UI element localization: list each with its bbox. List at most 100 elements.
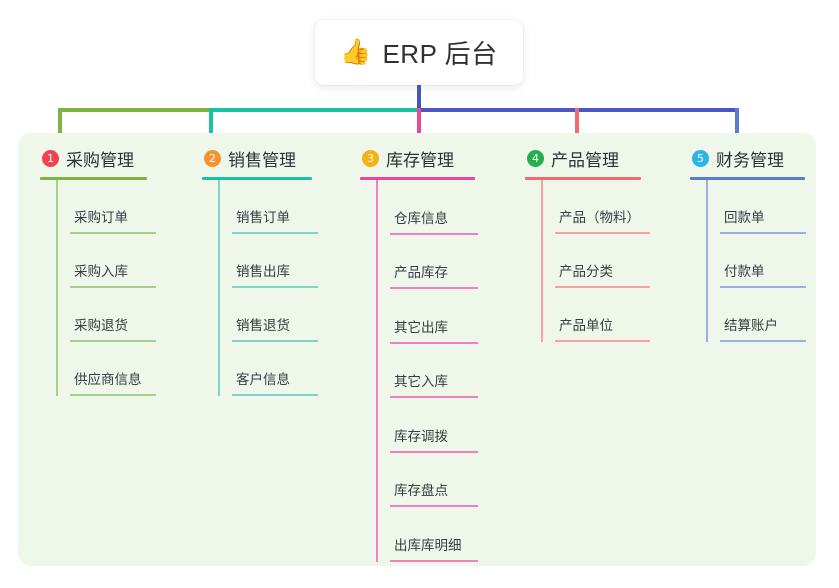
- branch-title-5: 财务管理: [716, 150, 784, 170]
- leaf-rule: [232, 232, 318, 234]
- list-item[interactable]: 供应商信息: [70, 342, 190, 396]
- list-item[interactable]: 仓库信息: [390, 180, 518, 235]
- leaf-spine-5: [706, 180, 708, 342]
- leaf-rule: [232, 286, 318, 288]
- branch-header-1[interactable]: 1 采购管理: [40, 145, 190, 171]
- list-item[interactable]: 付款单: [720, 234, 835, 288]
- leaf-rule: [390, 505, 478, 507]
- leaf-rule: [555, 340, 650, 342]
- drop-connector-1: [58, 108, 62, 140]
- leaf-label: 销售出库: [236, 264, 290, 279]
- leaf-rule: [390, 559, 478, 562]
- leaf-label: 回款单: [724, 210, 765, 225]
- leaf-rule: [232, 340, 318, 342]
- list-item[interactable]: 客户信息: [232, 342, 352, 396]
- root-node-title: ERP 后台: [382, 39, 498, 69]
- connector-bar-teal: [210, 108, 419, 112]
- drop-connector-5: [735, 108, 739, 140]
- branch-title-2: 销售管理: [228, 150, 296, 170]
- branch-title-3: 库存管理: [386, 150, 454, 170]
- leaf-label: 库存调拨: [394, 428, 448, 444]
- leaf-rule: [390, 450, 478, 453]
- leaf-label: 其它入库: [394, 374, 448, 389]
- list-item[interactable]: 其它入库: [390, 344, 518, 398]
- leaf-label: 产品库存: [394, 265, 448, 280]
- leaf-label: 产品（物料）: [559, 210, 640, 225]
- leaf-stack-1: 采购订单 采购入库 采购退货 供应商信息: [56, 180, 190, 396]
- list-item[interactable]: 出库库明细: [390, 507, 518, 562]
- leaf-label: 产品分类: [559, 264, 613, 279]
- list-item[interactable]: 产品单位: [555, 288, 680, 342]
- leaf-label: 采购订单: [74, 210, 128, 225]
- leaf-label: 供应商信息: [74, 372, 142, 387]
- leaf-rule: [390, 287, 478, 289]
- drop-connector-2: [209, 108, 213, 140]
- leaf-stack-2: 销售订单 销售出库 销售退货 客户信息: [218, 180, 352, 396]
- leaf-label: 仓库信息: [394, 210, 448, 226]
- branches-panel: [18, 133, 816, 566]
- list-item[interactable]: 其它出库: [390, 289, 518, 344]
- leaf-rule: [720, 340, 806, 342]
- list-item[interactable]: 销售退货: [232, 288, 352, 342]
- branch-title-4: 产品管理: [551, 150, 619, 170]
- branch-rule-1: [40, 177, 147, 180]
- leaf-rule: [720, 286, 806, 288]
- branch-rule-3: [360, 177, 475, 180]
- list-item[interactable]: 库存盘点: [390, 453, 518, 507]
- leaf-spine-2: [218, 180, 220, 396]
- list-item[interactable]: 库存调拨: [390, 398, 518, 453]
- branch-rule-2: [202, 177, 312, 180]
- leaf-rule: [555, 286, 650, 288]
- list-item[interactable]: 销售订单: [232, 180, 352, 234]
- branch-column-product: 4 产品管理 产品（物料） 产品分类 产品单位: [525, 145, 680, 342]
- list-item[interactable]: 回款单: [720, 180, 835, 234]
- list-item[interactable]: 结算账户: [720, 288, 835, 342]
- leaf-rule: [70, 286, 156, 288]
- thumbs-up-icon: 👍: [340, 38, 372, 66]
- leaf-label: 出库库明细: [394, 537, 462, 553]
- leaf-stack-3: 仓库信息 产品库存 其它出库 其它入库 库存调拨 库存盘点: [376, 180, 518, 562]
- drop-connector-3: [417, 108, 421, 140]
- leaf-label: 客户信息: [236, 372, 290, 387]
- list-item[interactable]: 采购入库: [70, 234, 190, 288]
- leaf-rule: [70, 232, 156, 234]
- connector-bar-green: [58, 108, 212, 112]
- leaf-label: 结算账户: [724, 318, 778, 333]
- drop-connector-4: [575, 108, 579, 140]
- branch-rule-5: [690, 177, 805, 180]
- list-item[interactable]: 产品（物料）: [555, 180, 680, 234]
- list-item[interactable]: 产品分类: [555, 234, 680, 288]
- leaf-label: 库存盘点: [394, 483, 448, 498]
- list-item[interactable]: 产品库存: [390, 235, 518, 289]
- leaf-spine-3: [376, 180, 378, 562]
- leaf-spine-4: [541, 180, 543, 342]
- branch-badge-1: 1: [42, 149, 59, 167]
- branch-badge-3: 3: [362, 149, 379, 167]
- leaf-rule: [390, 341, 478, 344]
- branch-header-5[interactable]: 5 财务管理: [690, 145, 835, 171]
- branch-column-inventory: 3 库存管理 仓库信息 产品库存 其它出库 其它入库 库存调拨: [360, 145, 518, 562]
- list-item[interactable]: 采购退货: [70, 288, 190, 342]
- leaf-rule: [70, 340, 156, 342]
- leaf-stack-4: 产品（物料） 产品分类 产品单位: [541, 180, 680, 342]
- leaf-label: 产品单位: [559, 318, 613, 333]
- branch-title-1: 采购管理: [66, 150, 134, 170]
- leaf-rule: [232, 394, 318, 396]
- list-item[interactable]: 销售出库: [232, 234, 352, 288]
- branch-header-3[interactable]: 3 库存管理: [360, 145, 518, 171]
- branch-badge-4: 4: [527, 149, 544, 167]
- leaf-label: 其它出库: [394, 319, 448, 335]
- leaf-spine-1: [56, 180, 58, 396]
- branch-badge-2: 2: [204, 149, 221, 167]
- leaf-label: 销售退货: [236, 318, 290, 333]
- root-node-card[interactable]: 👍 ERP 后台: [315, 20, 523, 85]
- leaf-rule: [390, 396, 478, 398]
- leaf-rule: [390, 232, 478, 235]
- branch-header-4[interactable]: 4 产品管理: [525, 145, 680, 171]
- branch-column-sales: 2 销售管理 销售订单 销售出库 销售退货 客户信息: [202, 145, 352, 396]
- branch-badge-5: 5: [692, 149, 709, 167]
- leaf-label: 付款单: [724, 264, 765, 279]
- list-item[interactable]: 采购订单: [70, 180, 190, 234]
- branch-header-2[interactable]: 2 销售管理: [202, 145, 352, 171]
